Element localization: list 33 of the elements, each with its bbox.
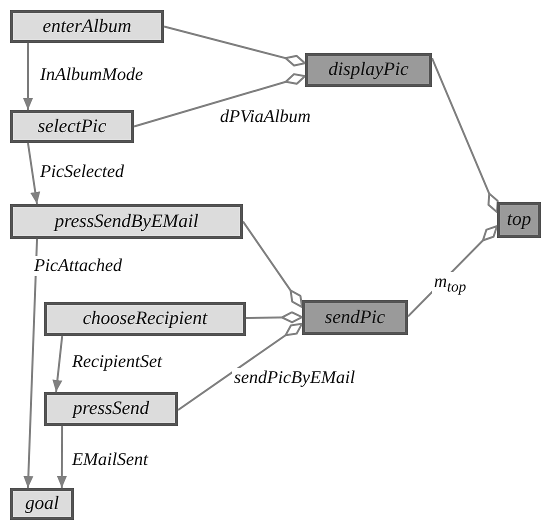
aggregation-connector: [242, 220, 303, 308]
state-box: [497, 202, 541, 238]
arrow: [22, 43, 33, 110]
aggregation-connector: [431, 58, 499, 214]
arrow: [23, 238, 38, 488]
state-name: displayPic: [328, 59, 409, 81]
state-box: [302, 300, 408, 335]
aggregation-connector: [134, 73, 306, 128]
state-box: [305, 53, 432, 87]
aggregation-connector: [177, 322, 303, 411]
state-name: sendPic: [324, 306, 386, 328]
state-box: [44, 302, 246, 336]
state-name: chooseRecipient: [82, 308, 208, 330]
state-box: [10, 204, 243, 239]
edge-label: sendPicByEMail: [232, 368, 357, 388]
aggregation-connector: [246, 311, 303, 324]
state-box: [10, 110, 134, 143]
state-name: selectPic: [38, 116, 106, 138]
edge-label: RecipientSet: [70, 352, 164, 372]
state-name: goal: [25, 493, 59, 515]
state-name: top: [506, 209, 532, 231]
aggregation-connector: [164, 26, 306, 67]
state-box: [44, 392, 178, 426]
edge-label: m$_{top}$: [432, 272, 468, 296]
state-box: [10, 488, 74, 520]
arrow: [27, 142, 40, 204]
edge-label: PicAttached: [32, 256, 124, 276]
state-name: pressSend: [72, 398, 150, 420]
arrow: [56, 426, 67, 488]
state-name: pressSendByEMail: [54, 210, 198, 232]
state-box: [10, 10, 164, 43]
arrow: [52, 336, 64, 392]
state-name: enterAlbum: [42, 16, 132, 38]
